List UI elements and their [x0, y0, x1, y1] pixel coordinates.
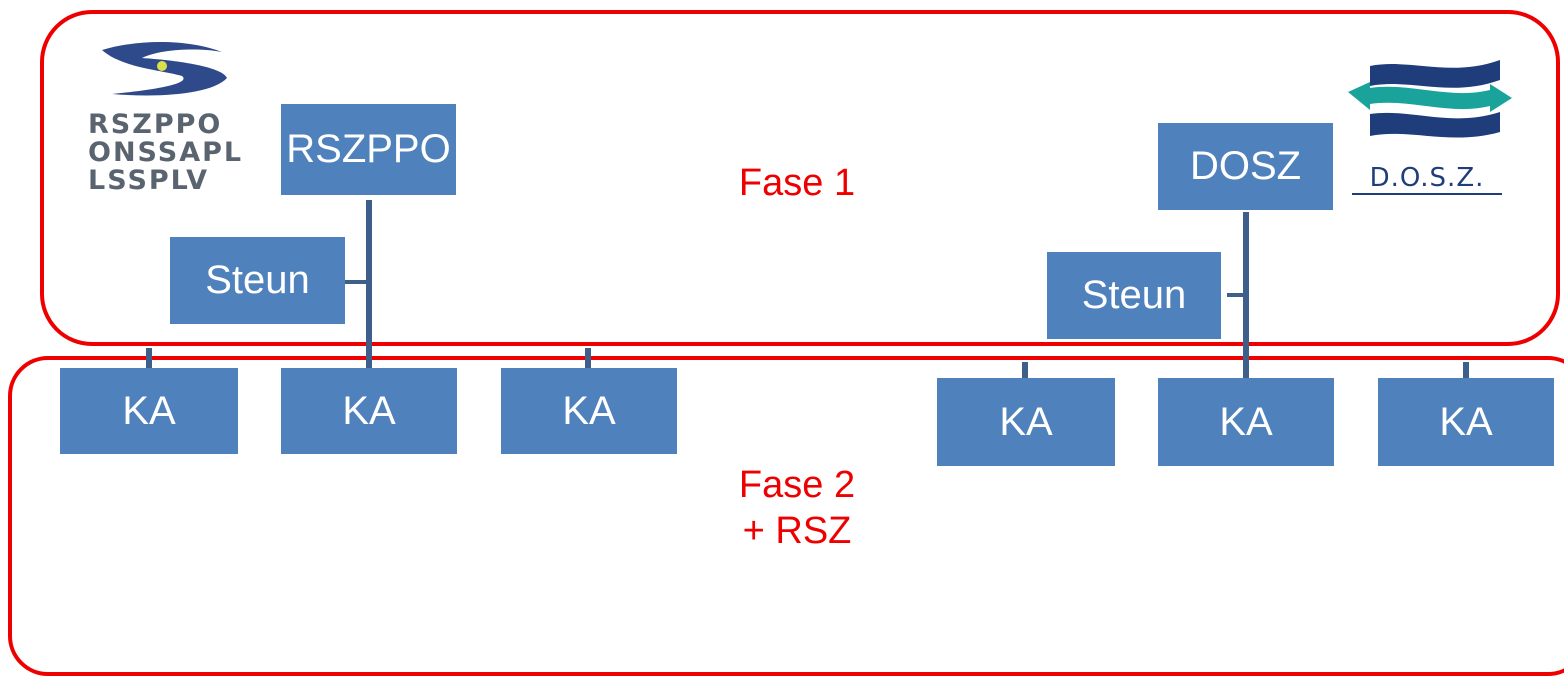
- left-child-box-3: KA: [501, 368, 677, 454]
- dosz-waves-icon: [1348, 60, 1512, 138]
- rszppo-logo: RSZPPO ONSSAPL LSSPLV: [82, 38, 262, 208]
- rszppo-swoosh-icon: [102, 41, 227, 96]
- phase-1-label: Fase 1: [738, 162, 856, 204]
- right-child-box-2: KA: [1158, 378, 1334, 466]
- right-root-vertical-line: [1243, 212, 1249, 378]
- right-support-connector: [1227, 293, 1243, 297]
- right-child-connector-1: [1022, 362, 1028, 378]
- rszppo-logo-line-1: RSZPPO: [88, 109, 223, 140]
- phase-2-title: Fase 2: [738, 464, 856, 506]
- phase-1-frame: [40, 10, 1560, 346]
- dosz-logo: D.O.S.Z.: [1340, 54, 1516, 198]
- left-support-connector: [345, 280, 366, 284]
- left-root-box: RSZPPO: [281, 104, 456, 195]
- left-child-box-1: KA: [60, 368, 238, 454]
- right-child-box-3: KA: [1378, 378, 1554, 466]
- left-support-box: Steun: [170, 237, 345, 324]
- right-root-box: DOSZ: [1158, 123, 1333, 210]
- phase-2-label: Fase 2 + RSZ: [677, 462, 917, 554]
- right-child-box-1: KA: [937, 378, 1115, 466]
- right-support-box: Steun: [1047, 252, 1221, 339]
- dosz-logo-text: D.O.S.Z.: [1352, 163, 1502, 195]
- right-child-connector-3: [1463, 362, 1469, 378]
- left-child-connector-3: [585, 348, 591, 368]
- rszppo-logo-line-3: LSSPLV: [88, 165, 210, 196]
- left-child-box-2: KA: [281, 368, 457, 454]
- left-root-vertical-line: [366, 200, 372, 368]
- phase-2-addition: + RSZ: [742, 510, 852, 552]
- rszppo-logo-line-2: ONSSAPL: [88, 137, 244, 168]
- left-child-connector-1: [146, 348, 152, 368]
